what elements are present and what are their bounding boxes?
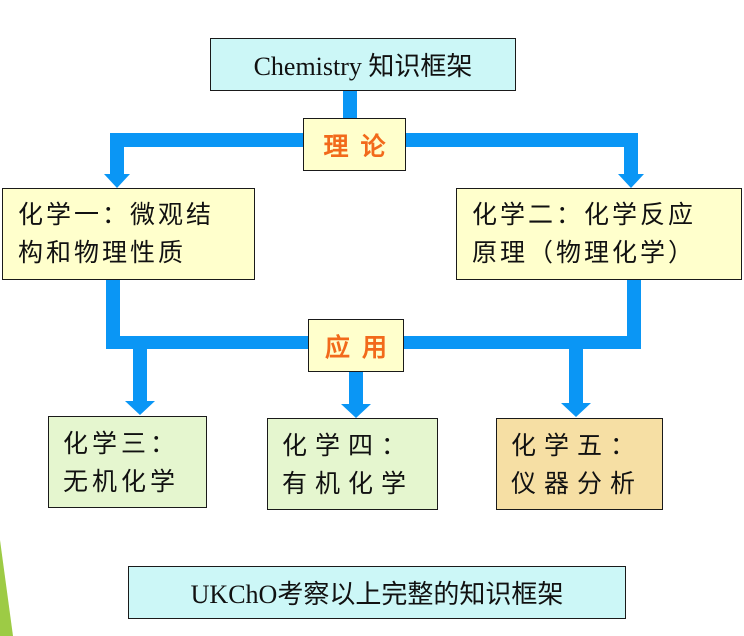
leaf-chem4-line1: 化学四： [282,431,415,460]
arrow-head-leaf4 [341,404,371,418]
leaf-box-chem5: 化学五： 仪器分析 [496,418,663,510]
branch-box-chem1: 化学一：微观结 构和物理性质 [2,188,255,280]
footer-note: UKChO考察以上完整的知识框架 [190,580,564,609]
connector-leaf4-drop [349,372,363,405]
diagram-title: Chemistry 知识框架 [253,52,473,81]
application-label-box: 应用 [308,319,404,372]
leaf-chem5-line2: 仪器分析 [511,469,644,498]
connector-branch2-drop [627,280,641,349]
arrow-head-right [618,174,644,188]
theory-label-box: 理论 [303,118,406,171]
branch-chem1-line1: 化学一：微观结 [18,200,215,229]
connector-leaf3-drop [133,336,147,402]
branch-box-chem2: 化学二：化学反应 原理（物理化学） [456,188,742,280]
connector-branch1-drop [106,280,120,349]
footer-note-box: UKChO考察以上完整的知识框架 [128,566,626,619]
branch-chem2-line1: 化学二：化学反应 [472,200,697,229]
leaf-chem5-line1: 化学五： [511,431,644,460]
connector-title-stem [343,91,357,119]
leaf-chem4-line2: 有机化学 [282,469,415,498]
leaf-chem3-line1: 化学三： [63,429,180,458]
decorative-green-wedge [0,540,13,636]
arrow-head-leaf5 [561,403,591,417]
branch-chem2-line2: 原理（物理化学） [472,238,697,267]
branch-chem1-line2: 构和物理性质 [18,238,187,267]
leaf-chem3-line2: 无机化学 [63,467,180,496]
connector-right-drop [624,133,638,175]
leaf-box-chem3: 化学三： 无机化学 [48,416,207,508]
connector-left-drop [110,133,124,175]
theory-label: 理论 [323,131,398,161]
connector-leaf5-drop [569,336,583,404]
leaf-box-chem4: 化学四： 有机化学 [267,418,438,510]
diagram-title-box: Chemistry 知识框架 [210,38,516,91]
arrow-head-leaf3 [125,401,155,415]
arrow-head-left [104,174,130,188]
application-label: 应用 [324,332,399,362]
